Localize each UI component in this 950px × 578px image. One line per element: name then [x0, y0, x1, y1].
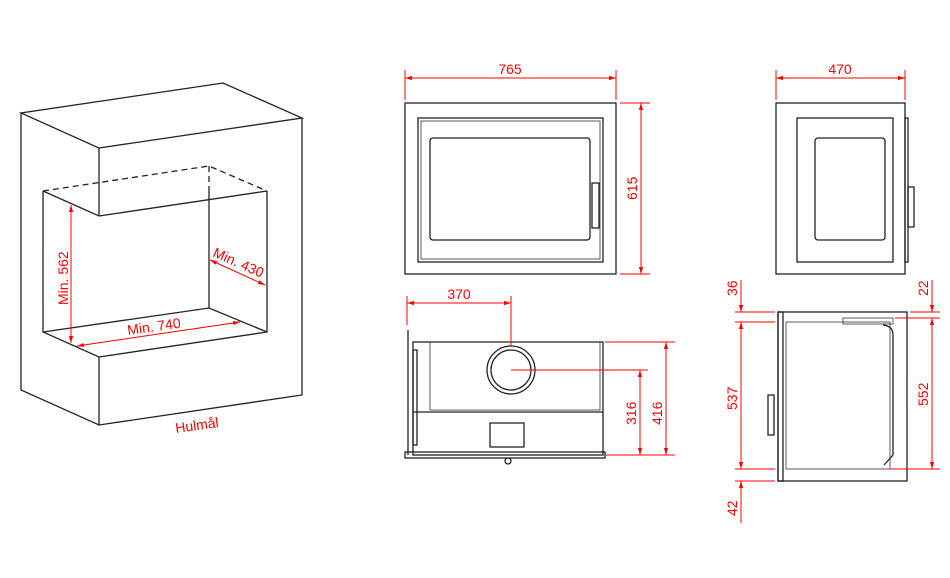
front-view: 765 615	[404, 61, 650, 275]
isometric-opening-view: Min. 562 Min. 740 Min. 430 Hulmål	[18, 82, 305, 436]
front-height-label: 615	[624, 176, 640, 200]
flue-height-inner-label: 316	[623, 401, 639, 425]
front-width-label: 765	[498, 61, 522, 77]
rear-view: 370 316 416	[404, 286, 675, 465]
min-depth-dimension	[209, 259, 266, 286]
min-width-dimension	[76, 320, 241, 348]
flue-offset-label: 370	[447, 286, 471, 302]
flue-height-outer-label: 416	[649, 401, 665, 425]
opening-label: Hulmål	[174, 414, 219, 436]
middle-right-dimension-label: 552	[915, 382, 931, 406]
min-width-label: Min. 740	[126, 315, 182, 338]
side-width-label: 470	[828, 61, 852, 77]
top-right-dimension-label: 22	[915, 280, 931, 296]
bottom-left-dimension-label: 42	[724, 500, 740, 516]
side-view: 470	[775, 61, 915, 275]
door-handle-icon	[591, 182, 600, 229]
top-left-dimension-label: 36	[724, 280, 740, 296]
middle-left-dimension-label: 537	[724, 386, 740, 410]
side-section-view: 36 537 42 22 552	[724, 280, 940, 523]
min-depth-label: Min. 430	[211, 244, 267, 281]
min-height-label: Min. 562	[55, 251, 71, 305]
